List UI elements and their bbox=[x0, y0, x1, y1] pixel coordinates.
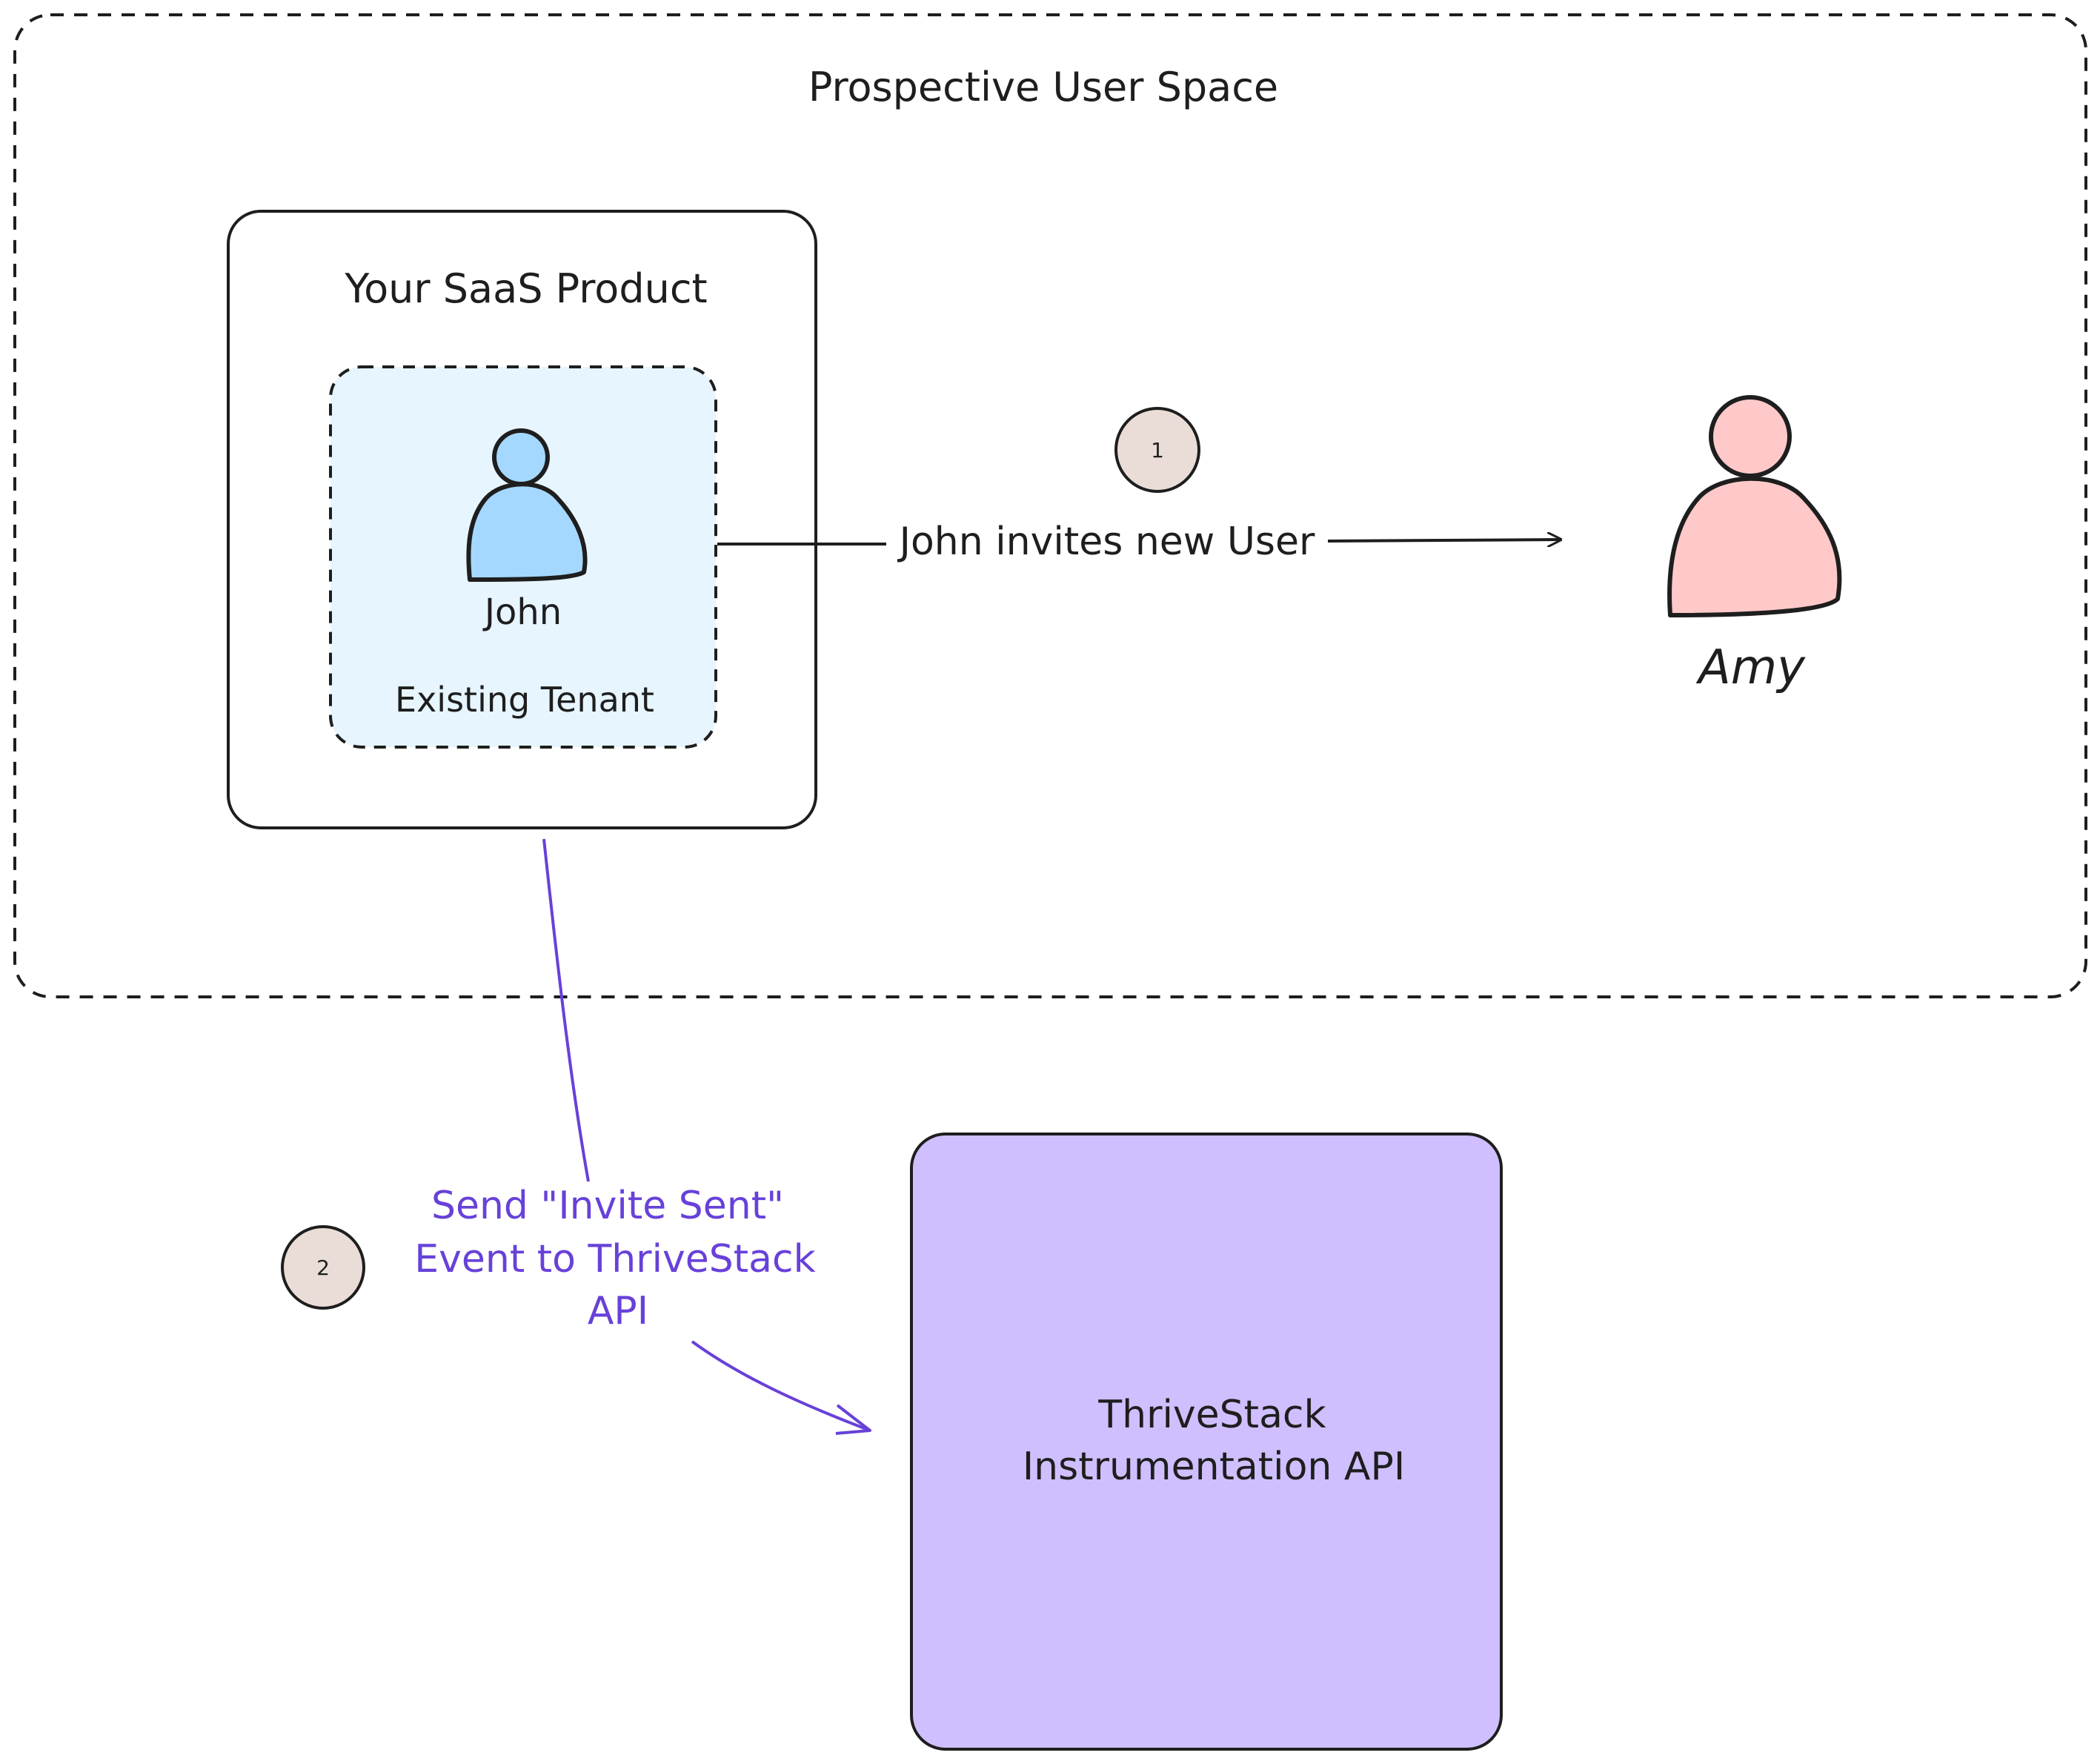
invite-arrow: John invites new User bbox=[717, 520, 1561, 564]
event-arrow: Send "Invite Sent" Event to ThriveStack … bbox=[414, 838, 871, 1435]
invite-arrow-label: John invites new User bbox=[897, 520, 1315, 564]
event-arrow-label-line-2: Event to ThriveStack bbox=[414, 1237, 816, 1281]
existing-tenant-label: Existing Tenant bbox=[395, 680, 654, 720]
john-name: John bbox=[482, 591, 562, 633]
step-2-badge: 2 bbox=[281, 1225, 365, 1310]
amy-name: Amy bbox=[1695, 640, 1806, 695]
prospective-user-space: Prospective User Space bbox=[13, 13, 2087, 998]
step-1-number: 1 bbox=[1151, 438, 1164, 462]
prospective-user-space-title: Prospective User Space bbox=[808, 64, 1278, 110]
event-arrow-label-line-1: Send "Invite Sent" bbox=[431, 1184, 784, 1228]
person-icon bbox=[466, 428, 588, 582]
step-1-badge: 1 bbox=[1114, 407, 1200, 493]
saas-product-title: Your SaaS Product bbox=[344, 265, 707, 312]
person-icon bbox=[1667, 395, 1842, 617]
thrivestack-api-label-line-2: Instrumentation API bbox=[1023, 1445, 1405, 1489]
event-arrow-label-line-3: API bbox=[588, 1289, 648, 1333]
thrivestack-api-label-line-1: ThriveStack bbox=[1097, 1393, 1326, 1437]
step-2-number: 2 bbox=[316, 1256, 330, 1280]
thrivestack-api-box: ThriveStack Instrumentation API bbox=[910, 1133, 1503, 1751]
